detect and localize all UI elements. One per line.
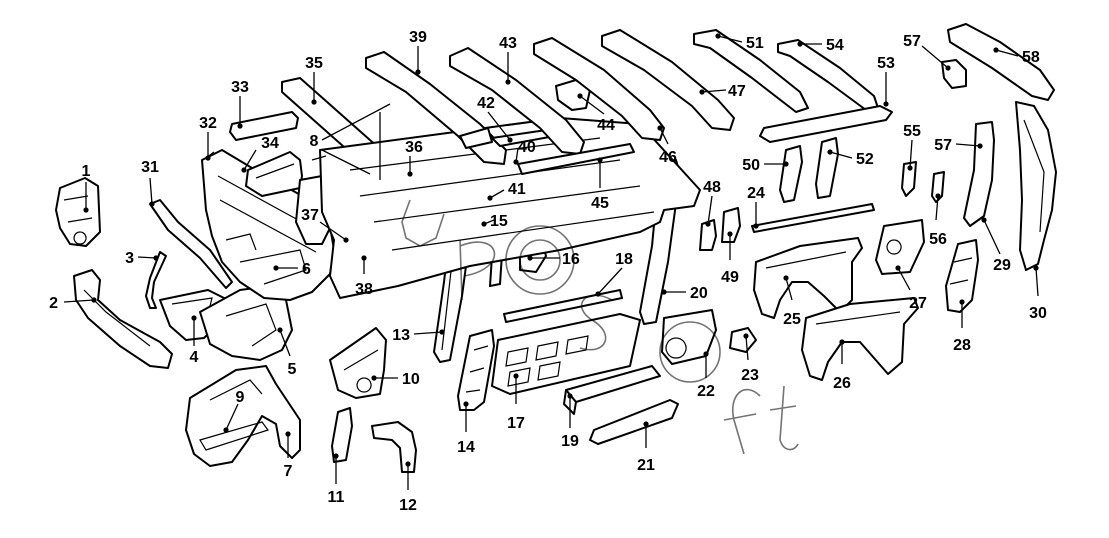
- part-21-shape: [589, 399, 679, 445]
- label-52: 52: [856, 151, 874, 168]
- label-1: 1: [82, 163, 91, 180]
- label-13: 13: [392, 327, 410, 344]
- label-49: 49: [721, 269, 739, 286]
- label-6: 6: [302, 261, 311, 278]
- part-24-shape: [751, 203, 875, 233]
- label-38: 38: [355, 281, 373, 298]
- label-15: 15: [490, 213, 508, 230]
- label-9: 9: [236, 389, 245, 406]
- label-10: 10: [402, 371, 420, 388]
- part-29-shape: [963, 121, 995, 227]
- part-7-shape: [185, 365, 301, 467]
- part-10-shape: [329, 327, 387, 399]
- part-46-shape: [533, 37, 665, 141]
- part-55-shape: [901, 161, 917, 197]
- label-54: 54: [826, 37, 844, 54]
- label-51: 51: [746, 35, 764, 52]
- watermark-uprosoft-logo: [401, 199, 799, 455]
- label-53: 53: [877, 55, 895, 72]
- label-47: 47: [728, 83, 746, 100]
- part-30-shape: [1015, 101, 1057, 271]
- label-24: 24: [747, 185, 765, 202]
- label-21: 21: [637, 457, 655, 474]
- label-32: 32: [199, 115, 217, 132]
- part-56-shape: [931, 171, 945, 203]
- part-51-shape: [693, 29, 809, 113]
- label-27: 27: [909, 295, 927, 312]
- part-53-shape: [759, 105, 893, 143]
- part-33-shape: [229, 111, 299, 141]
- part-11-shape: [331, 407, 353, 463]
- label-2: 2: [49, 295, 58, 312]
- label-33: 33: [231, 79, 249, 96]
- floor-pan-shape: [319, 117, 701, 299]
- part-58-shape: [947, 23, 1055, 101]
- label-36: 36: [405, 139, 423, 156]
- part-52-shape: [815, 137, 839, 199]
- part-47-shape: [601, 29, 735, 131]
- label-25: 25: [783, 311, 801, 328]
- part-18-shape: [503, 289, 623, 323]
- part-48-shape: [699, 219, 717, 251]
- label-22: 22: [697, 383, 715, 400]
- label-44: 44: [597, 117, 615, 134]
- label-8: 8: [310, 133, 319, 150]
- part-34-shape: [245, 151, 303, 197]
- label-20: 20: [690, 285, 708, 302]
- label-26: 26: [833, 375, 851, 392]
- part-26-shape: [801, 297, 919, 381]
- label-17: 17: [507, 415, 525, 432]
- label-34: 34: [261, 135, 279, 152]
- part-45-shape: [517, 143, 635, 175]
- part-23-shape: [729, 327, 757, 353]
- label-23: 23: [741, 367, 759, 384]
- label-29: 29: [993, 257, 1011, 274]
- part-49-shape: [721, 207, 741, 243]
- label-31: 31: [141, 159, 159, 176]
- label-45: 45: [591, 195, 609, 212]
- part-25-shape: [753, 237, 863, 319]
- label-48: 48: [703, 179, 721, 196]
- part-50-shape: [779, 145, 803, 203]
- label-56: 56: [929, 231, 947, 248]
- label-57-top: 57: [903, 33, 921, 50]
- part-3-shape: [145, 251, 167, 309]
- callouts: 1 2 3 4 5 6 7 8 9 10 11 12: [49, 29, 1047, 514]
- label-55: 55: [903, 123, 921, 140]
- label-40: 40: [518, 139, 536, 156]
- label-37: 37: [301, 207, 319, 224]
- label-30: 30: [1029, 305, 1047, 322]
- label-41: 41: [508, 181, 526, 198]
- part-42-shape: [459, 127, 493, 149]
- label-28: 28: [953, 337, 971, 354]
- part-57-shape: [941, 59, 967, 89]
- label-42: 42: [477, 95, 495, 112]
- label-19: 19: [561, 433, 579, 450]
- label-14: 14: [457, 439, 475, 456]
- label-12: 12: [399, 497, 417, 514]
- label-4: 4: [190, 349, 199, 366]
- part-shapes: [55, 23, 1057, 473]
- label-43: 43: [499, 35, 517, 52]
- label-11: 11: [328, 489, 345, 506]
- part-31-shape: [149, 199, 233, 289]
- label-58: 58: [1022, 49, 1040, 66]
- label-46: 46: [659, 149, 677, 166]
- label-3: 3: [125, 250, 134, 267]
- label-39: 39: [409, 29, 427, 46]
- label-16: 16: [562, 251, 580, 268]
- label-18: 18: [615, 251, 633, 268]
- part-2-shape: [73, 269, 173, 369]
- part-1-shape: [55, 177, 101, 247]
- label-7: 7: [284, 463, 293, 480]
- label-35: 35: [305, 55, 323, 72]
- part-27-shape: [875, 219, 925, 275]
- label-5: 5: [288, 361, 297, 378]
- label-50: 50: [742, 157, 760, 174]
- label-57-middle: 57: [934, 137, 952, 154]
